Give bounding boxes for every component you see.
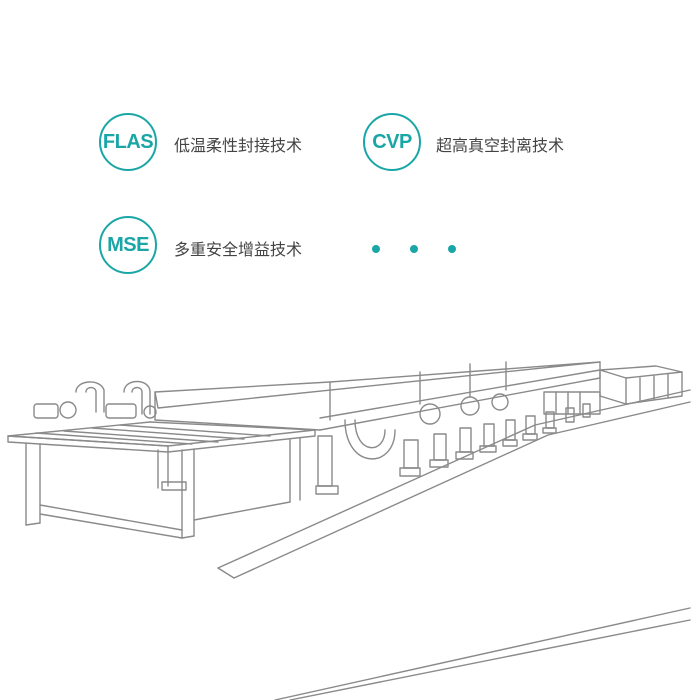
feature-mse-label: 多重安全增益技术 — [174, 240, 303, 259]
control-cabinet-icon — [543, 365, 683, 415]
floor-outline-icon — [217, 389, 691, 700]
badge-mse-text: MSE — [107, 233, 149, 256]
oven-body-icon — [154, 361, 601, 431]
badge-cvp-text: CVP — [372, 130, 412, 153]
badge-mse: MSE — [99, 216, 157, 274]
dot-1 — [372, 245, 380, 253]
badge-cvp: CVP — [363, 113, 421, 171]
badge-flas: FLAS — [99, 113, 157, 171]
feature-flas-label: 低温柔性封接技术 — [174, 136, 303, 155]
valve-row-icon — [315, 393, 591, 495]
pipe-assembly-icon — [33, 380, 157, 419]
dot-2 — [410, 245, 418, 253]
loading-table-icon — [7, 421, 316, 539]
badge-flas-text: FLAS — [102, 130, 154, 153]
dot-3 — [448, 245, 456, 253]
feature-cvp-label: 超高真空封离技术 — [436, 136, 565, 155]
